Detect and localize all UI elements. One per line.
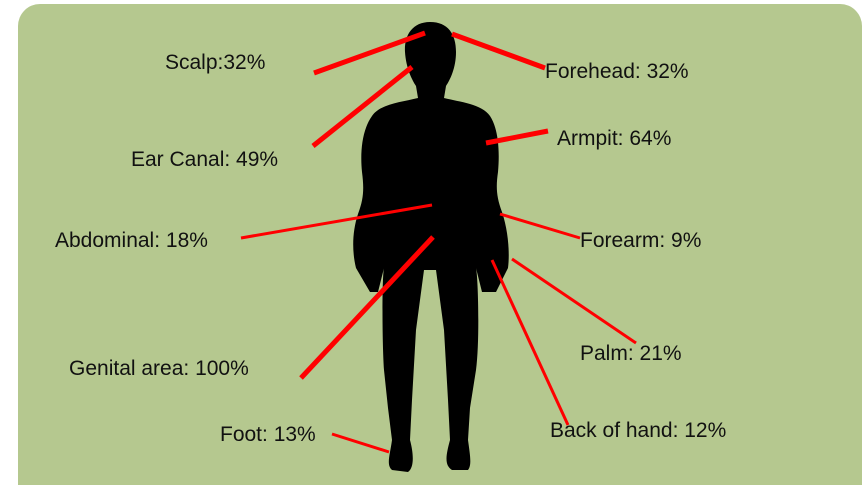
- ear-canal-label: Ear Canal: 49%: [131, 149, 278, 170]
- forehead-label: Forehead: 32%: [545, 61, 689, 82]
- foot-pointer: [332, 434, 389, 452]
- human-silhouette: [353, 22, 509, 472]
- scalp-label: Scalp:32%: [165, 52, 265, 73]
- body-silhouette: [353, 22, 509, 472]
- back-of-hand-pointer: [492, 260, 568, 425]
- forearm-label: Forearm: 9%: [580, 230, 701, 251]
- palm-pointer: [512, 259, 636, 343]
- armpit-label: Armpit: 64%: [557, 128, 671, 149]
- palm-label: Palm: 21%: [580, 343, 682, 364]
- forearm-pointer: [500, 214, 580, 238]
- foot-label: Foot: 13%: [220, 424, 316, 445]
- genital-area-label: Genital area: 100%: [69, 358, 249, 379]
- abdominal-label: Abdominal: 18%: [55, 230, 208, 251]
- back-of-hand-label: Back of hand: 12%: [550, 420, 726, 441]
- left-margin: [0, 0, 18, 485]
- forehead-pointer: [452, 34, 545, 68]
